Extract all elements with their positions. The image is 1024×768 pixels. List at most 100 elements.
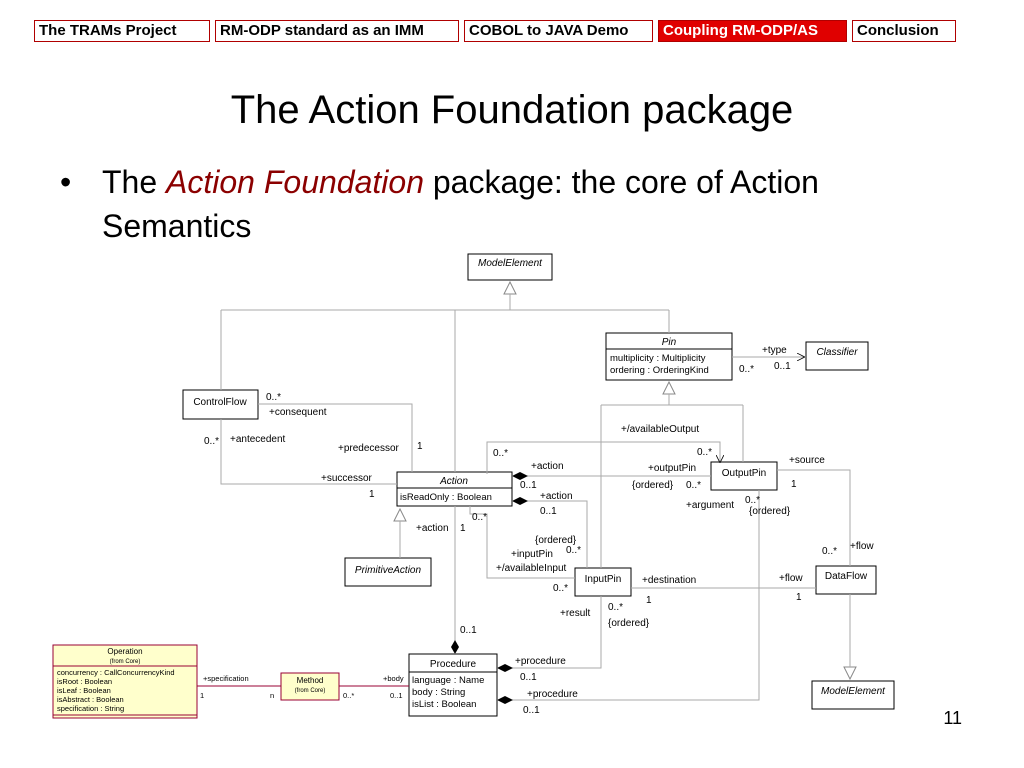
svg-text:0..1: 0..1	[460, 625, 477, 636]
svg-text:DataFlow: DataFlow	[825, 571, 868, 582]
svg-text:0..*: 0..*	[266, 392, 281, 403]
nav-tab-trams-project[interactable]: The TRAMs Project	[34, 20, 210, 42]
svg-text:0..*: 0..*	[493, 448, 508, 459]
svg-text:isList : Boolean: isList : Boolean	[412, 699, 476, 710]
svg-text:0..1: 0..1	[520, 672, 537, 683]
svg-text:+flow: +flow	[779, 573, 803, 584]
svg-text:0..*: 0..*	[686, 480, 701, 491]
class-action: Action isReadOnly : Boolean	[396, 471, 513, 507]
svg-text:1: 1	[200, 691, 204, 700]
svg-text:multiplicity : Multiplicity: multiplicity : Multiplicity	[610, 353, 706, 364]
svg-text:+consequent: +consequent	[269, 407, 327, 418]
svg-text:concurrency : CallConcurrencyK: concurrency : CallConcurrencyKind	[57, 668, 175, 677]
nav-tab-rm-odp-standard[interactable]: RM-ODP standard as an IMM	[215, 20, 459, 42]
svg-text:(from Core): (from Core)	[110, 659, 141, 665]
svg-text:+successor: +successor	[321, 473, 373, 484]
svg-text:0..1: 0..1	[540, 506, 557, 517]
generalization-to-pin	[600, 380, 744, 568]
operation-method-labels: +specification 1 n +body 0..* 0..1	[200, 674, 404, 700]
composition-diamonds	[451, 472, 528, 704]
svg-text:{ordered}: {ordered}	[535, 535, 577, 546]
svg-text:(from Core): (from Core)	[295, 688, 326, 694]
svg-text:ordering : OrderingKind: ordering : OrderingKind	[610, 365, 709, 376]
svg-text:0..*: 0..*	[739, 364, 754, 375]
svg-text:+antecedent: +antecedent	[230, 434, 286, 445]
svg-text:0..*: 0..*	[472, 512, 487, 523]
svg-text:+flow: +flow	[850, 541, 874, 552]
svg-text:{ordered}: {ordered}	[608, 618, 650, 629]
generalization-to-model-element	[220, 280, 670, 472]
svg-text:PrimitiveAction: PrimitiveAction	[355, 565, 422, 576]
svg-text:+action: +action	[540, 491, 573, 502]
svg-text:0..*: 0..*	[745, 495, 760, 506]
page-number: 11	[943, 708, 962, 728]
class-output-pin: OutputPin	[710, 461, 778, 491]
class-control-flow: ControlFlow	[182, 389, 259, 420]
svg-text:{ordered}: {ordered}	[749, 506, 791, 517]
svg-text:{ordered}: {ordered}	[632, 480, 674, 491]
svg-text:OutputPin: OutputPin	[722, 468, 766, 479]
svg-text:0..1: 0..1	[390, 691, 403, 700]
svg-text:0..1: 0..1	[523, 705, 540, 716]
svg-text:specification : String: specification : String	[57, 704, 124, 713]
svg-text:1: 1	[646, 595, 652, 606]
svg-text:InputPin: InputPin	[585, 574, 622, 585]
svg-text:Classifier: Classifier	[816, 347, 858, 358]
svg-text:+source: +source	[789, 455, 825, 466]
generalization-primitive-action	[393, 507, 407, 558]
class-procedure: Procedure language : Name body : String …	[408, 653, 498, 717]
svg-text:+body: +body	[383, 674, 404, 683]
svg-text:+action: +action	[531, 461, 564, 472]
class-method: Method (from Core)	[280, 672, 340, 701]
svg-text:+result: +result	[560, 608, 591, 619]
bullet-dot: •	[60, 164, 72, 200]
svg-text:0..*: 0..*	[343, 691, 354, 700]
svg-text:+outputPin: +outputPin	[648, 463, 696, 474]
svg-text:+procedure: +procedure	[515, 656, 566, 667]
svg-text:Pin: Pin	[662, 337, 677, 348]
svg-text:0..*: 0..*	[697, 447, 712, 458]
svg-text:+/availableOutput: +/availableOutput	[621, 424, 699, 435]
svg-text:0..*: 0..*	[204, 436, 219, 447]
svg-text:+procedure: +procedure	[527, 689, 578, 700]
svg-text:1: 1	[369, 489, 375, 500]
svg-text:+specification: +specification	[203, 674, 249, 683]
svg-text:0..1: 0..1	[774, 361, 791, 372]
svg-text:isReadOnly : Boolean: isReadOnly : Boolean	[400, 492, 492, 503]
class-operation: Operation (from Core) concurrency : Call…	[52, 644, 198, 719]
class-data-flow: DataFlow	[815, 565, 877, 595]
svg-text:+action: +action	[416, 523, 449, 534]
class-primitive-action: PrimitiveAction	[344, 557, 432, 587]
page-title: The Action Foundation package	[230, 88, 794, 132]
svg-text:isLeaf : Boolean: isLeaf : Boolean	[57, 686, 111, 695]
associations	[197, 357, 851, 701]
nav-tab-cobol-to-java[interactable]: COBOL to JAVA Demo	[464, 20, 653, 42]
svg-text:Action: Action	[439, 476, 468, 487]
bullet-emphasis: Action Foundation	[166, 164, 424, 200]
bullet-text: The Action Foundation package: the core …	[102, 164, 819, 244]
class-model-element-top: ModelElement	[467, 253, 553, 281]
svg-text:+destination: +destination	[642, 575, 696, 586]
class-pin: Pin multiplicity : Multiplicity ordering…	[605, 332, 733, 381]
nav-tab-coupling-rm-odp-as[interactable]: Coupling RM-ODP/AS	[658, 20, 847, 42]
svg-text:1: 1	[791, 479, 797, 490]
svg-text:ControlFlow: ControlFlow	[193, 397, 247, 408]
class-model-element-bottom: ModelElement	[811, 680, 895, 710]
class-classifier: Classifier	[805, 341, 869, 371]
svg-text:1: 1	[417, 441, 423, 452]
svg-text:1: 1	[460, 523, 466, 534]
svg-text:0..1: 0..1	[520, 480, 537, 491]
svg-text:isRoot : Boolean: isRoot : Boolean	[57, 677, 112, 686]
svg-text:isAbstract : Boolean: isAbstract : Boolean	[57, 695, 124, 704]
svg-text:ModelElement: ModelElement	[478, 258, 543, 269]
svg-text:+argument: +argument	[686, 500, 734, 511]
svg-text:Procedure: Procedure	[430, 659, 477, 670]
nav-tab-conclusion[interactable]: Conclusion	[852, 20, 956, 42]
svg-text:n: n	[270, 691, 274, 700]
svg-text:+inputPin: +inputPin	[511, 549, 553, 560]
svg-text:language : Name: language : Name	[412, 675, 484, 686]
svg-text:+predecessor: +predecessor	[338, 443, 400, 454]
svg-text:0..*: 0..*	[608, 602, 623, 613]
svg-text:ModelElement: ModelElement	[821, 686, 886, 697]
